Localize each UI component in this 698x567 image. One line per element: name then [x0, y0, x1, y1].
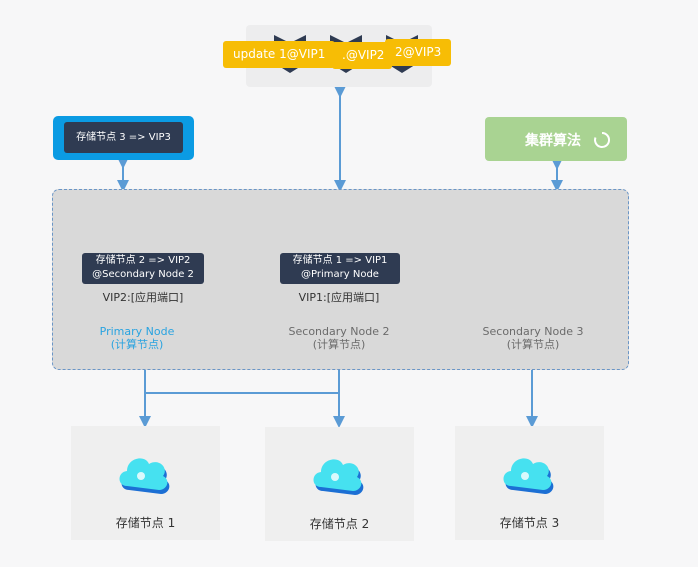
secondary-node-2-name: Secondary Node 2 [288, 325, 390, 338]
vip1-port-label: VIP1:[应用端口] [298, 291, 380, 304]
client-tag-vip3: 2@VIP3 [385, 39, 451, 66]
primary-node-name: Primary Node [99, 325, 175, 338]
secondary-node-2: Secondary Node 2 (计算节点) [280, 325, 398, 351]
primary-node-sub: (计算节点) [110, 338, 164, 351]
cloud-icon [119, 458, 170, 494]
storage-node-1-label: 存储节点 1 [115, 516, 176, 530]
storage-node-1: 存储节点 1 [71, 426, 220, 540]
vip3-box: 存储节点 3 => VIP3 [53, 116, 194, 160]
cloud-icon [503, 458, 554, 494]
storage-node-2: 存储节点 2 [265, 427, 414, 541]
secondary-node-2-sub: (计算节点) [312, 338, 366, 351]
vip2-mapping-box: 存储节点 2 => VIP2 @Secondary Node 2 [82, 253, 204, 284]
storage-node-3: 存储节点 3 [455, 426, 604, 540]
secondary-node-3-sub: (计算节点) [506, 338, 560, 351]
vip1-mapping-box: 存储节点 1 => VIP1 @Primary Node [280, 253, 400, 284]
vip2-mapping-line2: @Secondary Node 2 [92, 269, 194, 280]
cluster-algorithm-box: 集群算法 [485, 117, 627, 161]
storage-node-3-label: 存储节点 3 [499, 516, 560, 530]
algorithm-label: 集群算法 [525, 133, 581, 149]
vip1-mapping-line2: @Primary Node [301, 269, 379, 280]
cloud-icon [313, 459, 364, 495]
vip2-port-label: VIP2:[应用端口] [102, 291, 184, 304]
secondary-node-3-name: Secondary Node 3 [482, 325, 584, 338]
vip1-mapping-line1: 存储节点 1 => VIP1 [292, 255, 388, 266]
vip2-mapping-line1: 存储节点 2 => VIP2 [95, 255, 191, 266]
client-tag-vip2: .@VIP2 [332, 42, 392, 69]
primary-node: Primary Node (计算节点) [87, 325, 187, 351]
client-tag-vip1: update 1@VIP1 [223, 41, 336, 68]
storage-node-2-label: 存储节点 2 [309, 517, 370, 531]
spinner-icon [594, 131, 611, 148]
vip3-label: 存储节点 3 => VIP3 [64, 122, 183, 153]
secondary-node-3: Secondary Node 3 (计算节点) [474, 325, 592, 351]
